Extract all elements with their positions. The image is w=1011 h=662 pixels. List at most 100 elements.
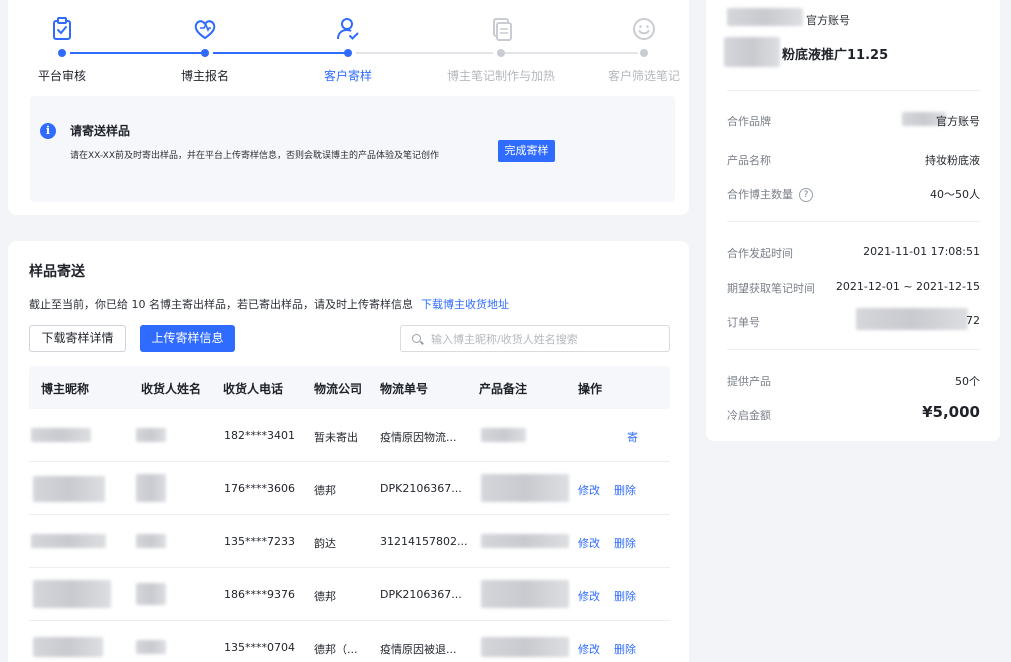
logistics-company: 德邦（... bbox=[314, 643, 358, 656]
start-time-label: 合作发起时间 bbox=[727, 247, 793, 260]
search-box bbox=[400, 325, 670, 352]
redacted-nickname bbox=[33, 580, 111, 608]
column-header: 物流公司 bbox=[314, 382, 363, 396]
step-label: 客户寄样 bbox=[323, 69, 372, 83]
search-input[interactable] bbox=[431, 330, 661, 348]
step-dot bbox=[640, 49, 648, 57]
column-header: 收货人姓名 bbox=[141, 382, 202, 396]
receiver-phone: 182****3401 bbox=[224, 429, 295, 442]
logistics-company: 暂未寄出 bbox=[314, 431, 358, 444]
expected-time-label: 期望获取笔记时间 bbox=[727, 282, 815, 295]
step-connector-pending bbox=[356, 52, 493, 54]
info-icon: i bbox=[40, 123, 56, 139]
divider bbox=[727, 349, 980, 350]
upload-sample-button[interactable]: 上传寄样信息 bbox=[140, 325, 235, 352]
product-label: 产品名称 bbox=[727, 154, 771, 167]
redacted-receiver bbox=[136, 474, 166, 502]
tracking-number: 疫情原因被退... bbox=[380, 643, 457, 656]
sample-shipping-card: 样品寄送 截止至当前，你已给 10 名博主寄出样品，若已寄出样品，请及时上传寄样… bbox=[8, 241, 689, 662]
tracking-number: DPK2106367... bbox=[380, 588, 462, 601]
receiver-phone: 135****7233 bbox=[224, 535, 295, 548]
column-header: 物流单号 bbox=[380, 382, 429, 396]
blogger-count-label: 合作博主数量? bbox=[727, 186, 813, 202]
amount-label: 冷启金额 bbox=[727, 409, 771, 422]
divider bbox=[727, 221, 980, 222]
delete-link[interactable]: 删除 bbox=[614, 537, 636, 550]
column-header: 产品备注 bbox=[479, 382, 528, 396]
notice-description: 请在XX-XX前及时寄出样品，并在平台上传寄样信息，否则会耽误博主的产品体验及笔… bbox=[70, 151, 440, 161]
table-header: 博主昵称 收货人姓名 收货人电话 物流公司 物流单号 产品备注 操作 bbox=[29, 366, 670, 409]
table-row: 182****3401 暂未寄出 疫情原因物流... 寄 bbox=[29, 409, 670, 462]
summary-text: 截止至当前，你已给 10 名博主寄出样品，若已寄出样品，请及时上传寄样信息 bbox=[29, 298, 413, 311]
step-label: 博主笔记制作与加热 bbox=[446, 69, 555, 83]
start-time-value: 2021-11-01 17:08:51 bbox=[863, 245, 980, 258]
receiver-phone: 186****9376 bbox=[224, 588, 295, 601]
delete-link[interactable]: 删除 bbox=[614, 590, 636, 603]
tracking-number: 疫情原因物流... bbox=[380, 431, 457, 444]
sample-summary: 截止至当前，你已给 10 名博主寄出样品，若已寄出样品，请及时上传寄样信息下载博… bbox=[29, 296, 509, 312]
redacted-receiver bbox=[136, 428, 166, 442]
redacted-nickname bbox=[31, 428, 91, 442]
clipboard-check-icon bbox=[53, 17, 71, 40]
delete-link[interactable]: 删除 bbox=[614, 643, 636, 656]
supply-label: 提供产品 bbox=[727, 375, 771, 388]
logistics-company: 德邦 bbox=[314, 484, 336, 497]
complete-sample-button[interactable]: 完成寄样 bbox=[498, 140, 555, 162]
logistics-company: 德邦 bbox=[314, 590, 336, 603]
step-dot bbox=[344, 49, 352, 57]
step-connector-done bbox=[213, 52, 348, 54]
download-address-link[interactable]: 下载博主收货地址 bbox=[421, 298, 509, 311]
edit-link[interactable]: 修改 bbox=[578, 537, 600, 550]
step-connector-done bbox=[70, 52, 205, 54]
expected-time-value: 2021-12-01 ~ 2021-12-15 bbox=[835, 280, 980, 293]
order-value: 72 bbox=[966, 314, 980, 327]
column-header: 收货人电话 bbox=[223, 382, 284, 396]
heart-badge-icon bbox=[194, 20, 216, 40]
table-row: 176****3606 德邦 DPK2106367... 修改 删除 bbox=[29, 462, 670, 515]
supply-value: 50个 bbox=[955, 375, 980, 388]
delete-link[interactable]: 删除 bbox=[614, 484, 636, 497]
redacted-brand bbox=[902, 112, 946, 126]
tracking-number: 31214157802... bbox=[380, 535, 468, 548]
table-row: 186****9376 德邦 DPK2106367... 修改 删除 bbox=[29, 568, 670, 621]
tracking-number: DPK2106367... bbox=[380, 482, 462, 495]
order-label: 订单号 bbox=[727, 316, 760, 329]
edit-link[interactable]: 修改 bbox=[578, 590, 600, 603]
step-label: 平台审核 bbox=[37, 69, 86, 83]
ship-link[interactable]: 寄 bbox=[627, 431, 638, 444]
help-icon[interactable]: ? bbox=[799, 188, 813, 202]
redacted-note bbox=[481, 637, 569, 657]
receiver-phone: 135****0704 bbox=[224, 641, 295, 654]
progress-card: 平台审核 博主报名 客户寄样 博主笔记制作与加热 bbox=[8, 0, 689, 215]
notice-panel: i 请寄送样品 请在XX-XX前及时寄出样品，并在平台上传寄样信息，否则会耽误博… bbox=[30, 96, 675, 202]
redacted-note bbox=[481, 428, 526, 442]
column-header: 操作 bbox=[578, 382, 603, 396]
account-name: 官方账号 bbox=[806, 14, 850, 27]
smile-icon bbox=[633, 18, 655, 40]
redacted-order bbox=[856, 308, 968, 330]
redacted-receiver bbox=[136, 583, 166, 605]
divider bbox=[727, 90, 980, 91]
step-label: 博主报名 bbox=[180, 69, 229, 83]
edit-link[interactable]: 修改 bbox=[578, 484, 600, 497]
redacted-nickname bbox=[33, 476, 105, 502]
notice-title: 请寄送样品 bbox=[70, 124, 131, 138]
download-detail-button[interactable]: 下载寄样详情 bbox=[29, 325, 126, 352]
table-row: 135****0704 德邦（... 疫情原因被退... 修改 删除 bbox=[29, 621, 670, 662]
redacted-note bbox=[481, 580, 569, 608]
section-title: 样品寄送 bbox=[29, 264, 85, 280]
amount-value: ¥5,000 bbox=[922, 403, 980, 421]
blogger-count-text: 合作博主数量 bbox=[727, 188, 793, 201]
product-value: 持妆粉底液 bbox=[925, 154, 980, 167]
column-header: 博主昵称 bbox=[41, 382, 90, 396]
edit-link[interactable]: 修改 bbox=[578, 643, 600, 656]
user-check-icon bbox=[337, 18, 359, 40]
redacted-note bbox=[481, 534, 569, 548]
brand-label: 合作品牌 bbox=[727, 115, 771, 128]
blogger-count-value: 40～50人 bbox=[930, 188, 980, 201]
redacted-receiver bbox=[136, 640, 166, 654]
campaign-title: 粉底液推广11.25 bbox=[782, 48, 889, 63]
redacted-nickname bbox=[33, 637, 103, 657]
redacted-avatar bbox=[727, 8, 803, 26]
step-label: 客户筛选笔记 bbox=[607, 69, 680, 83]
